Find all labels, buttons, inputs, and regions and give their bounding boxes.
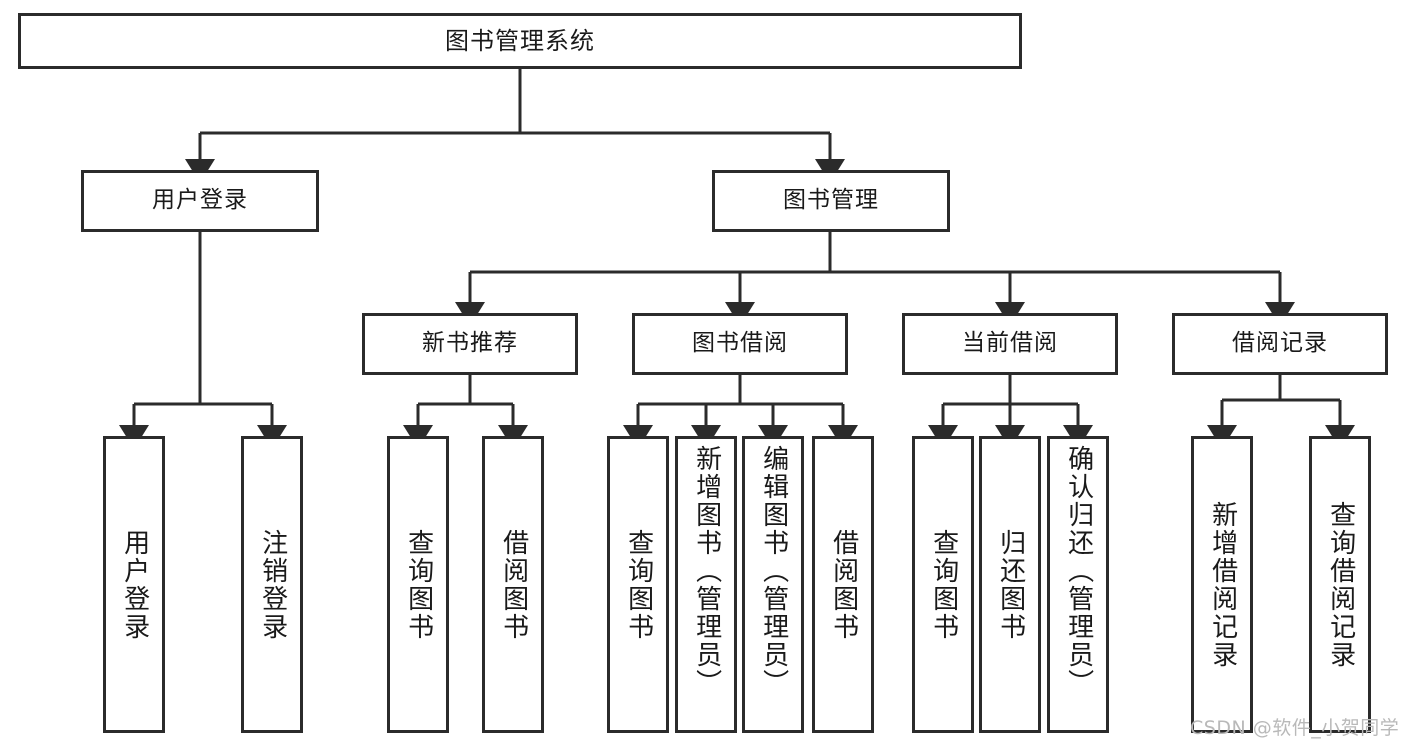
node-leaf-add-record-label: 新增借阅记录: [1207, 500, 1238, 669]
node-current-borrow-label: 当前借阅: [962, 330, 1058, 357]
node-new-book-recommend-label: 新书推荐: [422, 330, 518, 357]
node-leaf-query-record-label: 查询借阅记录: [1325, 500, 1356, 669]
node-leaf-logout-login-label: 注销登录: [257, 528, 288, 641]
node-leaf-query-book-cur[interactable]: 查询图书: [912, 436, 974, 733]
node-leaf-edit-book-admin-label: 编辑图书（管理员）: [758, 445, 789, 697]
node-new-book-recommend[interactable]: 新书推荐: [362, 313, 578, 375]
node-user-login-label: 用户登录: [152, 187, 248, 214]
node-leaf-add-record[interactable]: 新增借阅记录: [1191, 436, 1253, 733]
node-user-login[interactable]: 用户登录: [81, 170, 319, 232]
node-root-label: 图书管理系统: [445, 26, 595, 55]
node-book-borrow[interactable]: 图书借阅: [632, 313, 848, 375]
node-leaf-return-book-label: 归还图书: [995, 528, 1026, 641]
node-borrow-record[interactable]: 借阅记录: [1172, 313, 1388, 375]
node-leaf-confirm-return-admin[interactable]: 确认归还（管理员）: [1047, 436, 1109, 733]
node-leaf-query-book-rec[interactable]: 查询图书: [387, 436, 449, 733]
node-leaf-user-login-label: 用户登录: [119, 528, 150, 641]
node-current-borrow[interactable]: 当前借阅: [902, 313, 1118, 375]
node-leaf-borrow-book-rec[interactable]: 借阅图书: [482, 436, 544, 733]
node-book-manage-label: 图书管理: [783, 187, 879, 214]
node-leaf-query-book-label: 查询图书: [623, 528, 654, 641]
node-borrow-record-label: 借阅记录: [1232, 330, 1328, 357]
node-leaf-edit-book-admin[interactable]: 编辑图书（管理员）: [742, 436, 804, 733]
node-leaf-logout-login[interactable]: 注销登录: [241, 436, 303, 733]
node-leaf-query-record[interactable]: 查询借阅记录: [1309, 436, 1371, 733]
node-leaf-borrow-book-rec-label: 借阅图书: [498, 528, 529, 641]
node-leaf-borrow-book[interactable]: 借阅图书: [812, 436, 874, 733]
node-book-manage[interactable]: 图书管理: [712, 170, 950, 232]
node-leaf-add-book-admin[interactable]: 新增图书（管理员）: [675, 436, 737, 733]
node-leaf-query-book-rec-label: 查询图书: [403, 528, 434, 641]
node-leaf-query-book[interactable]: 查询图书: [607, 436, 669, 733]
node-root[interactable]: 图书管理系统: [18, 13, 1022, 69]
node-leaf-borrow-book-label: 借阅图书: [828, 528, 859, 641]
node-leaf-return-book[interactable]: 归还图书: [979, 436, 1041, 733]
node-leaf-query-book-cur-label: 查询图书: [928, 528, 959, 641]
watermark: CSDN @软件_小贺同学: [1190, 717, 1400, 739]
node-leaf-confirm-return-admin-label: 确认归还（管理员）: [1063, 445, 1094, 697]
node-leaf-user-login[interactable]: 用户登录: [103, 436, 165, 733]
node-leaf-add-book-admin-label: 新增图书（管理员）: [691, 445, 722, 697]
node-book-borrow-label: 图书借阅: [692, 330, 788, 357]
